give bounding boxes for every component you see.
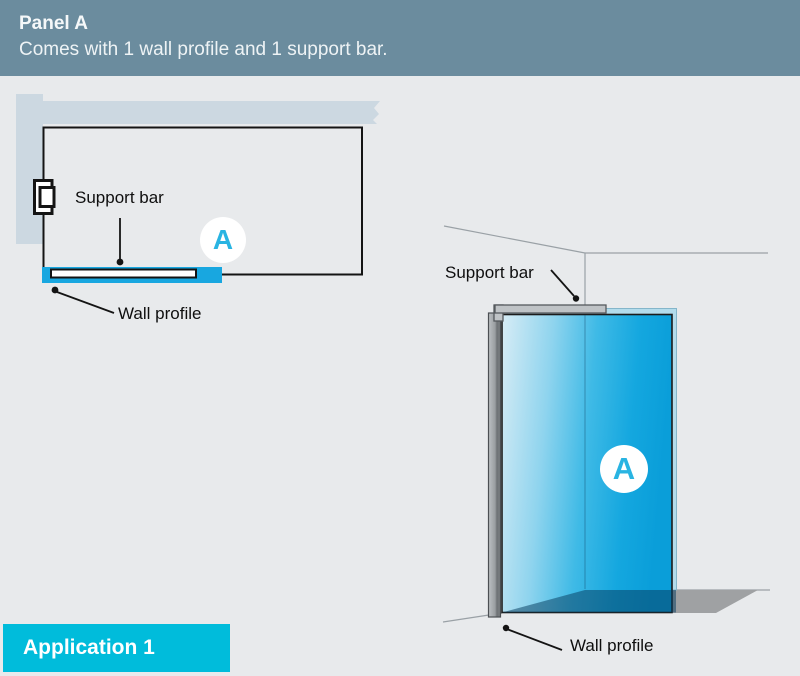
plan-wall-profile-leader-dot bbox=[51, 286, 59, 294]
plan-support-bar bbox=[50, 268, 197, 279]
perspective-wall-profile-label: Wall profile bbox=[570, 636, 654, 655]
perspective-view bbox=[442, 225, 770, 651]
plan-support-bar-label: Support bar bbox=[75, 188, 164, 207]
panel-a-badge-perspective: A bbox=[600, 445, 648, 493]
perspective-support-bar-leader-dot bbox=[572, 295, 580, 302]
perspective-wall-profile bbox=[487, 312, 502, 618]
plan-wall-horizontal-torn bbox=[43, 101, 380, 124]
plan-support-bar-leader-dot bbox=[116, 258, 124, 266]
plan-wall-clamp-inner bbox=[38, 186, 56, 208]
plan-wall-vertical bbox=[16, 94, 43, 244]
perspective-wall-profile-leader-dot bbox=[502, 624, 510, 632]
plan-wall-profile-leader bbox=[56, 291, 115, 314]
panel-a-badge-plan: A bbox=[200, 217, 246, 263]
perspective-support-bar bbox=[494, 304, 607, 314]
application-banner: Application 1 bbox=[3, 624, 230, 672]
perspective-support-bar-leader bbox=[550, 269, 575, 297]
page-title: Panel A bbox=[19, 13, 88, 34]
plan-wall-profile-label: Wall profile bbox=[118, 304, 202, 323]
shadow-through-glass bbox=[502, 590, 676, 613]
plan-view bbox=[16, 94, 380, 314]
perspective-support-bar-label: Support bar bbox=[445, 263, 534, 282]
page-subtitle: Comes with 1 wall profile and 1 support … bbox=[19, 39, 388, 60]
ceiling-line-left bbox=[443, 225, 586, 254]
header-bar: Panel A Comes with 1 wall profile and 1 … bbox=[0, 0, 800, 76]
perspective-wall-profile-leader bbox=[507, 628, 563, 651]
